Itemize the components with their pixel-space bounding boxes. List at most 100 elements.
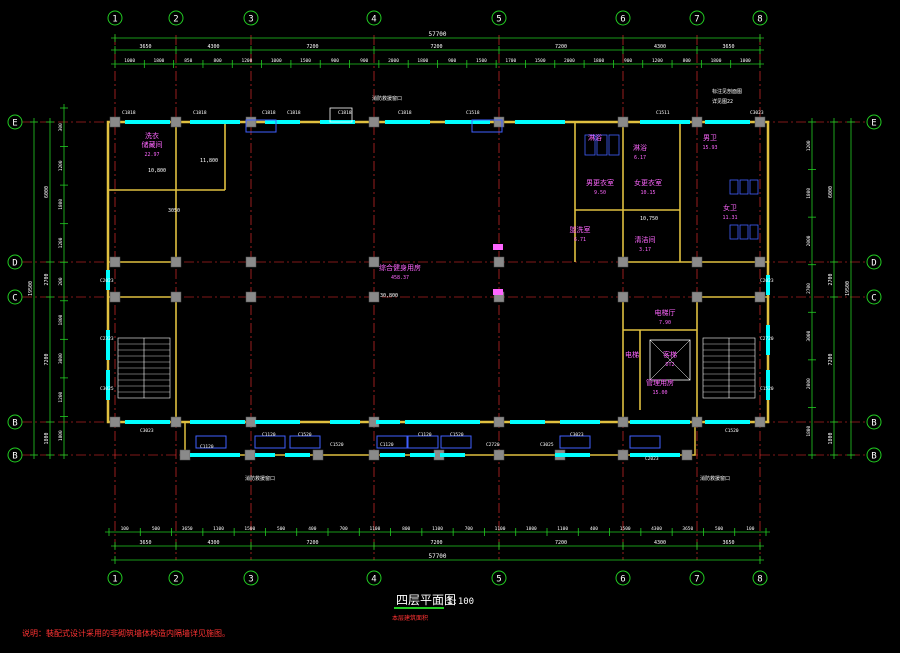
structural-column xyxy=(754,116,766,128)
top-sub-text: 1000 xyxy=(124,58,135,64)
structural-column xyxy=(109,256,121,268)
room-name: 综合健身用房 xyxy=(379,263,421,272)
structural-column xyxy=(170,256,182,268)
top-bays-text: 3650 xyxy=(139,44,151,50)
bottom-bays-text: 7200 xyxy=(430,540,442,546)
structural-column xyxy=(754,256,766,268)
structural-column xyxy=(691,256,703,268)
axis-top-7-bubble xyxy=(689,10,705,26)
bottom-bays-text: 4300 xyxy=(654,540,666,546)
window-top xyxy=(190,120,240,124)
window-tag: C1520 xyxy=(450,432,464,438)
top-sub-text: 1500 xyxy=(535,58,546,64)
room-area: 15.93 xyxy=(702,145,717,151)
window-bottom xyxy=(125,420,170,424)
structural-column xyxy=(245,416,257,428)
window-tag: C2720 xyxy=(760,336,774,342)
window-frame xyxy=(376,435,408,449)
fire-window-box xyxy=(329,107,353,123)
structural-column xyxy=(170,416,182,428)
top-sub-text: 1800 xyxy=(417,58,428,64)
left-sub-text: 1800 xyxy=(58,199,64,210)
window-frame xyxy=(254,435,286,449)
structural-column xyxy=(493,449,505,461)
structural-column xyxy=(691,116,703,128)
axis-right-C-bubble xyxy=(866,289,882,305)
left-sub-text: 1800 xyxy=(58,314,64,325)
axis-top-5-bubble xyxy=(491,10,507,26)
axis-bottom-7-bubble xyxy=(689,570,705,586)
structural-column xyxy=(368,256,380,268)
bottom-sub-text: 1100 xyxy=(370,526,381,532)
right-sub-text: 1800 xyxy=(806,426,812,437)
drawing-subtitle: 本层建筑面积 xyxy=(392,614,428,622)
axis-top-4-label: 4 xyxy=(371,15,376,25)
room-name: 电梯 xyxy=(625,350,639,359)
window-bottom xyxy=(705,420,750,424)
axis-top-3-bubble xyxy=(243,10,259,26)
room-name: 男卫 xyxy=(703,134,717,142)
dim-label: 10,800 xyxy=(148,168,166,174)
room-name: 清洁间 xyxy=(635,235,656,244)
window-tag: C2720 xyxy=(486,442,500,448)
axis-right-B-bubble xyxy=(866,414,882,430)
fire-window-top-label: 消防救援窗口 xyxy=(372,95,402,102)
axis-top-6-bubble xyxy=(615,10,631,26)
top-sub-text: 1200 xyxy=(652,58,663,64)
window-frame xyxy=(440,435,472,449)
axis-bottom-6-bubble xyxy=(615,570,631,586)
room-name: 男更衣室 xyxy=(586,178,614,187)
room-name: 女更衣室 xyxy=(634,178,662,187)
axis-bottom-5-label: 5 xyxy=(496,575,501,585)
structural-column xyxy=(617,116,629,128)
structural-column xyxy=(617,256,629,268)
right-parts-text: 6000 xyxy=(828,186,834,198)
bottom-sub-text: 500 xyxy=(152,526,160,532)
axis-bottom-4-label: 4 xyxy=(371,575,376,585)
right-parts-text: 2700 xyxy=(828,273,834,285)
bottom-bays-text: 4300 xyxy=(207,540,219,546)
toilet-stall xyxy=(749,224,759,240)
left-sub-text: 1800 xyxy=(58,430,64,441)
bottom-sub-text: 1100 xyxy=(213,526,224,532)
window-strip xyxy=(190,453,240,457)
top-bays-text: 4300 xyxy=(207,44,219,50)
axis-top-8-bubble xyxy=(752,10,768,26)
room-name: 管理用房 xyxy=(646,378,674,387)
top-sub-text: 1500 xyxy=(476,58,487,64)
window-tag: C1520 xyxy=(725,428,739,434)
left-parts-text: 1800 xyxy=(44,432,50,444)
window-tag: C1818 xyxy=(398,110,412,116)
bottom-sub-text: 1500 xyxy=(244,526,255,532)
window-strip xyxy=(555,453,590,457)
structural-column xyxy=(245,116,257,128)
right-sub-text: 1800 xyxy=(806,188,812,199)
bottom-sub-text: 1100 xyxy=(495,526,506,532)
window-frame xyxy=(471,119,503,133)
room-area: 6.71 xyxy=(574,237,586,243)
room-area: 15.00 xyxy=(652,390,667,396)
top-sub-text: 1800 xyxy=(711,58,722,64)
axis-bottom-1-bubble xyxy=(107,570,123,586)
window-tag: C2023 xyxy=(100,278,114,284)
structural-column xyxy=(617,416,629,428)
window-tag: C1818 xyxy=(287,110,301,116)
bottom-bays-text: 7200 xyxy=(555,540,567,546)
structural-column xyxy=(109,291,121,303)
structural-column xyxy=(312,449,324,461)
top-sub-text: 850 xyxy=(184,58,192,64)
fire-window-bottom-right-label: 消防救援窗口 xyxy=(700,475,730,482)
room-area: 11.31 xyxy=(722,215,737,221)
room-name: 客梯 xyxy=(663,350,677,359)
bottom-sub-text: 3650 xyxy=(682,526,693,532)
left-parts-text: 6000 xyxy=(44,186,50,198)
window-tag: C1120 xyxy=(200,444,214,450)
bottom-sub-text: 700 xyxy=(465,526,473,532)
axis-bottom-2-bubble xyxy=(168,570,184,586)
dim-label: 11,800 xyxy=(200,158,218,164)
outer-wall xyxy=(106,120,770,424)
window-top xyxy=(515,120,565,124)
right-sub-text: 2000 xyxy=(806,378,812,389)
axis-left-B-label: B xyxy=(12,452,17,462)
structural-column xyxy=(493,256,505,268)
